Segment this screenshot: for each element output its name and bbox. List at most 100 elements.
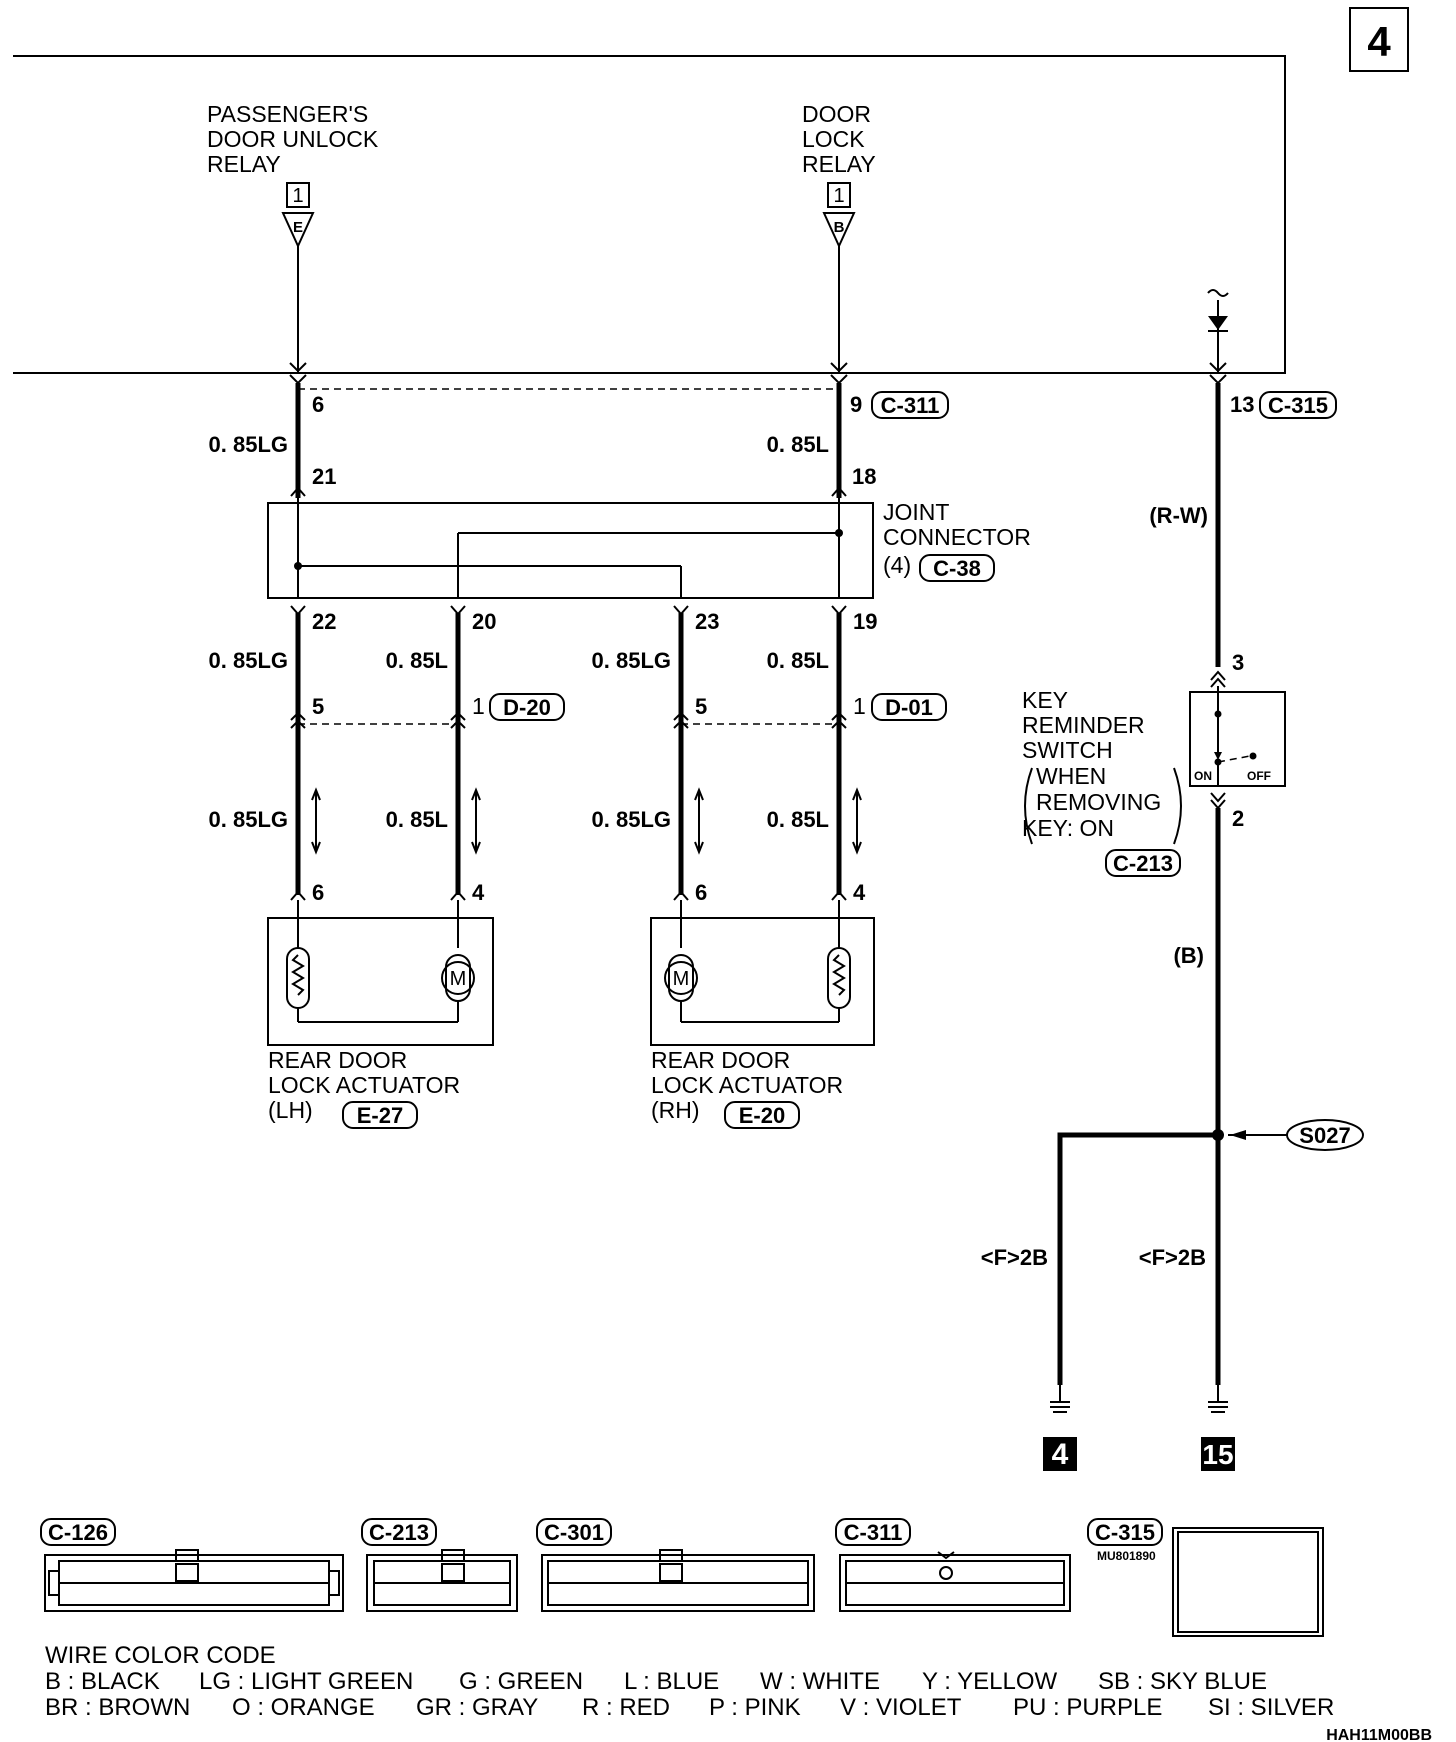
svg-text:PU : PURPLE: PU : PURPLE (1013, 1694, 1162, 1721)
pin-20: 20 (472, 609, 496, 634)
svg-text:(RH): (RH) (651, 1097, 700, 1123)
connector-face-c126: C-126 (40, 1518, 344, 1612)
svg-text:(LH): (LH) (268, 1097, 313, 1123)
ground-label-right: <F>2B (1139, 1245, 1206, 1270)
page-number: 4 (1367, 18, 1391, 65)
wire-b-branch (1057, 1132, 1218, 1385)
wire-size-lg-1: 0. 85LG (209, 432, 288, 457)
joint-connector-box (267, 502, 874, 599)
svg-text:C-213: C-213 (1113, 851, 1173, 876)
ground-number-4: 4 (1052, 1438, 1069, 1471)
page-number-box (1349, 7, 1409, 72)
ground-number-15-box (1201, 1437, 1235, 1471)
connector-e20-label: E-20 (724, 1101, 800, 1129)
svg-text:V : VIOLET: V : VIOLET (840, 1694, 962, 1721)
rear-door-lock-actuator-lh (267, 900, 494, 1046)
svg-text:REAR DOOR: REAR DOOR (651, 1047, 790, 1073)
d-connector-chevrons (290, 711, 847, 729)
pin-6: 6 (312, 392, 324, 417)
pin-9: 9 (850, 392, 862, 417)
svg-text:D-01: D-01 (885, 695, 933, 720)
wire-size-l-5: 0. 85L (767, 807, 829, 832)
pin-19: 19 (853, 609, 877, 634)
svg-text:DOOR UNLOCK: DOOR UNLOCK (207, 126, 379, 152)
connector-face-c301: C-301 (536, 1518, 815, 1612)
connector-d01-label: D-01 (871, 693, 947, 721)
svg-text:W : WHITE: W : WHITE (760, 1668, 880, 1695)
svg-text:LOCK ACTUATOR: LOCK ACTUATOR (651, 1072, 843, 1098)
diode-icon (1207, 289, 1229, 373)
svg-text:1: 1 (292, 185, 303, 207)
connector-c311-label: C-311 (871, 391, 949, 419)
svg-text:RELAY: RELAY (207, 151, 281, 177)
svg-text:SWITCH: SWITCH (1022, 737, 1113, 763)
ground-number-4-box (1043, 1437, 1077, 1471)
actuator-rh-label: REAR DOOR LOCK ACTUATOR (RH) (651, 1047, 843, 1123)
ground-label-left: <F>2B (981, 1245, 1048, 1270)
key-reminder-switch (1189, 686, 1286, 787)
connector-c213-label: C-213 (1105, 849, 1181, 877)
svg-text:(4): (4) (883, 552, 911, 578)
svg-text:PASSENGER'S: PASSENGER'S (207, 101, 368, 127)
svg-text:B : BLACK: B : BLACK (45, 1668, 160, 1695)
wire-color-legend-row1: B : BLACK LG : LIGHT GREEN G : GREEN L :… (45, 1668, 1267, 1695)
wire-size-l-2: 0. 85L (386, 648, 448, 673)
svg-text:WHEN: WHEN (1036, 763, 1106, 789)
svg-text:C-315: C-315 (1095, 1520, 1155, 1545)
svg-text:JOINT: JOINT (883, 499, 949, 525)
svg-text:KEY: KEY (1022, 687, 1068, 713)
svg-text:BR : BROWN: BR : BROWN (45, 1694, 190, 1721)
svg-text:KEY: ON: KEY: ON (1022, 815, 1114, 841)
splice-point (1212, 1129, 1224, 1141)
svg-text:C-311: C-311 (844, 1520, 903, 1545)
svg-text:C-301: C-301 (544, 1520, 604, 1545)
wire-size-l-3: 0. 85L (767, 648, 829, 673)
ground-number-15: 15 (1202, 1439, 1233, 1470)
upper-frame (13, 55, 1286, 374)
svg-text:MU801890: MU801890 (1097, 1549, 1156, 1563)
pin-5-rh: 5 (695, 694, 707, 719)
wire-size-lg-4: 0. 85LG (209, 807, 288, 832)
actuator-lh-label: REAR DOOR LOCK ACTUATOR (LH) (268, 1047, 460, 1123)
svg-text:DOOR: DOOR (802, 101, 871, 127)
pin-23: 23 (695, 609, 719, 634)
joint-internal-wiring (297, 498, 840, 598)
pin-22: 22 (312, 609, 336, 634)
relay-pin-e: 1 E (281, 182, 315, 249)
splice-s027: S027 (1228, 1119, 1364, 1151)
svg-text:C-311: C-311 (881, 393, 940, 418)
svg-text:LOCK: LOCK (802, 126, 865, 152)
svg-text:RELAY: RELAY (802, 151, 876, 177)
joint-node-lg (294, 562, 302, 570)
pin-6-lh: 6 (312, 880, 324, 905)
pin-5-lh: 5 (312, 694, 324, 719)
svg-text:LG : LIGHT GREEN: LG : LIGHT GREEN (199, 1668, 413, 1695)
connector-c315-label: C-315 (1259, 391, 1337, 419)
svg-text:C-315: C-315 (1268, 393, 1328, 418)
wire-size-lg-2: 0. 85LG (209, 648, 288, 673)
wire-size-l-4: 0. 85L (386, 807, 448, 832)
svg-text:Y : YELLOW: Y : YELLOW (922, 1668, 1058, 1695)
svg-text:1: 1 (833, 185, 844, 207)
pin-21: 21 (312, 464, 336, 489)
svg-text:E-27: E-27 (357, 1103, 403, 1128)
svg-text:S027: S027 (1299, 1123, 1350, 1148)
pin-1-rh: 1 (853, 693, 866, 719)
motor-icon-lh: M (450, 968, 467, 990)
relay-pin-b: 1 B (822, 182, 856, 249)
wire-color-legend-row2: BR : BROWN O : ORANGE GR : GRAY R : RED … (45, 1694, 1334, 1721)
svg-text:G : GREEN: G : GREEN (459, 1668, 583, 1695)
svg-text:D-20: D-20 (503, 695, 551, 720)
svg-text:CONNECTOR: CONNECTOR (883, 524, 1031, 550)
wire-size-lg-3: 0. 85LG (592, 648, 671, 673)
svg-text:O : ORANGE: O : ORANGE (232, 1694, 375, 1721)
svg-text:C-38: C-38 (933, 556, 981, 581)
svg-text:REMOVING: REMOVING (1036, 789, 1161, 815)
pin-4-rh: 4 (853, 880, 866, 905)
passenger-door-unlock-relay-label: PASSENGER'S DOOR UNLOCK RELAY (207, 101, 379, 177)
connector-c38-label: C-38 (919, 554, 995, 582)
pin-1-lh: 1 (472, 693, 485, 719)
bidirectional-arrow-icons (311, 787, 862, 855)
connector-face-c315: C-315 MU801890 (1087, 1518, 1324, 1637)
